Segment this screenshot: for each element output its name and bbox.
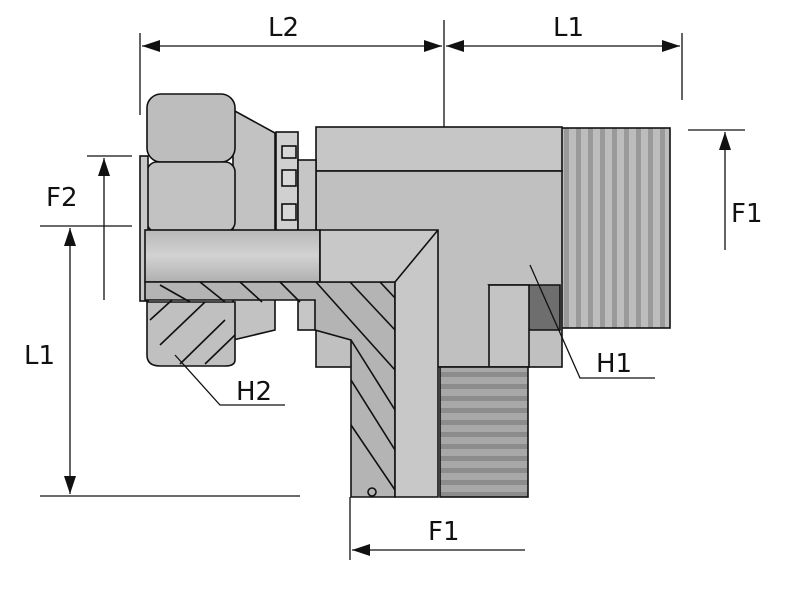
label-h2: H2 [236, 377, 272, 407]
bottom-thread [439, 366, 529, 498]
label-f1-right: F1 [731, 199, 763, 229]
label-f1-bottom: F1 [428, 517, 460, 547]
dimension-lines [40, 20, 745, 560]
label-h1: H1 [596, 349, 632, 379]
label-l1-left: L1 [24, 341, 55, 371]
label-l1-top: L1 [553, 13, 584, 43]
elbow-tube [144, 229, 439, 498]
right-thread [559, 127, 671, 329]
label-f2: F2 [46, 183, 78, 213]
label-l2: L2 [268, 13, 299, 43]
